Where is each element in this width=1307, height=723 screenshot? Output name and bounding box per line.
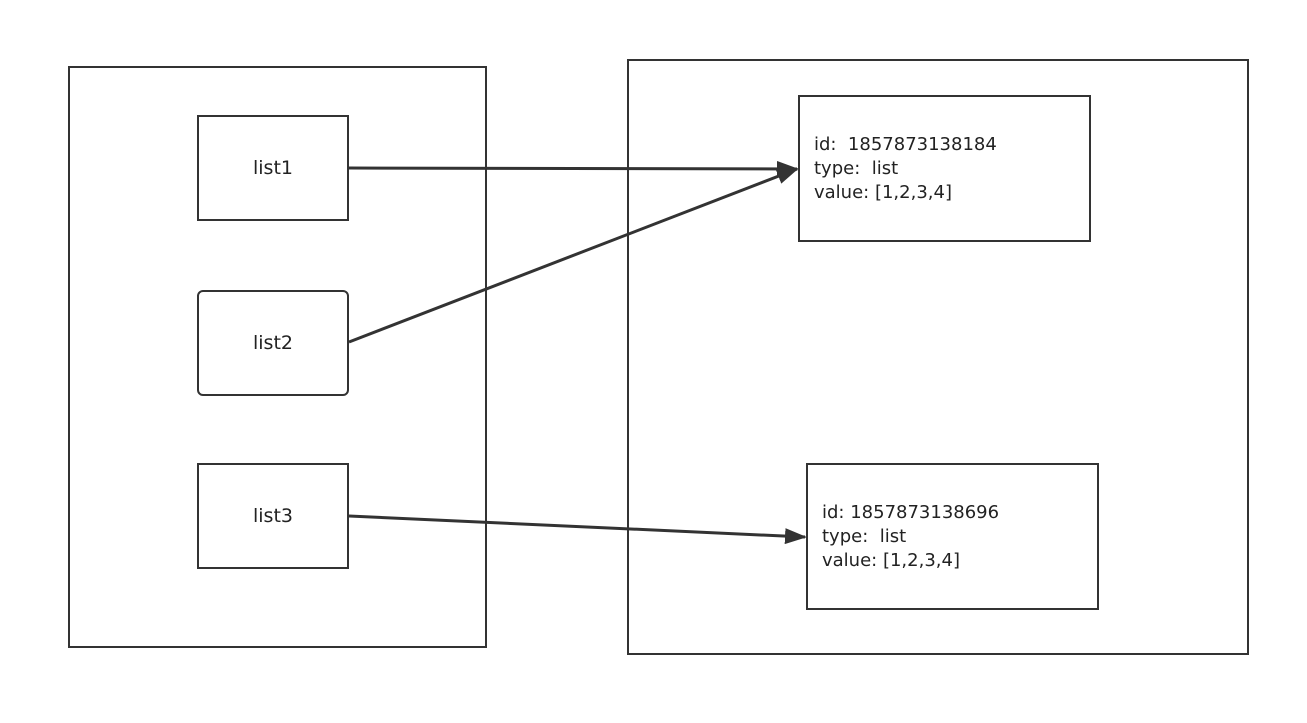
object-box-1: id: 1857873138184 type: list value: [1,2… (798, 95, 1091, 242)
variable-box-list1: list1 (197, 115, 349, 221)
object-type: type: list (814, 157, 899, 179)
object-type: type: list (822, 525, 907, 547)
object-value: value: [1,2,3,4] (822, 549, 960, 571)
variable-label: list1 (253, 157, 293, 179)
object-value: value: [1,2,3,4] (814, 181, 952, 203)
variables-container (68, 66, 487, 648)
object-id: id: 1857873138184 (814, 133, 997, 155)
variable-box-list2: list2 (197, 290, 349, 396)
variable-box-list3: list3 (197, 463, 349, 569)
object-id: id: 1857873138696 (822, 501, 1000, 523)
variable-label: list2 (253, 332, 293, 354)
variable-label: list3 (253, 505, 293, 527)
object-box-2: id: 1857873138696 type: list value: [1,2… (806, 463, 1099, 610)
objects-container (627, 59, 1249, 655)
